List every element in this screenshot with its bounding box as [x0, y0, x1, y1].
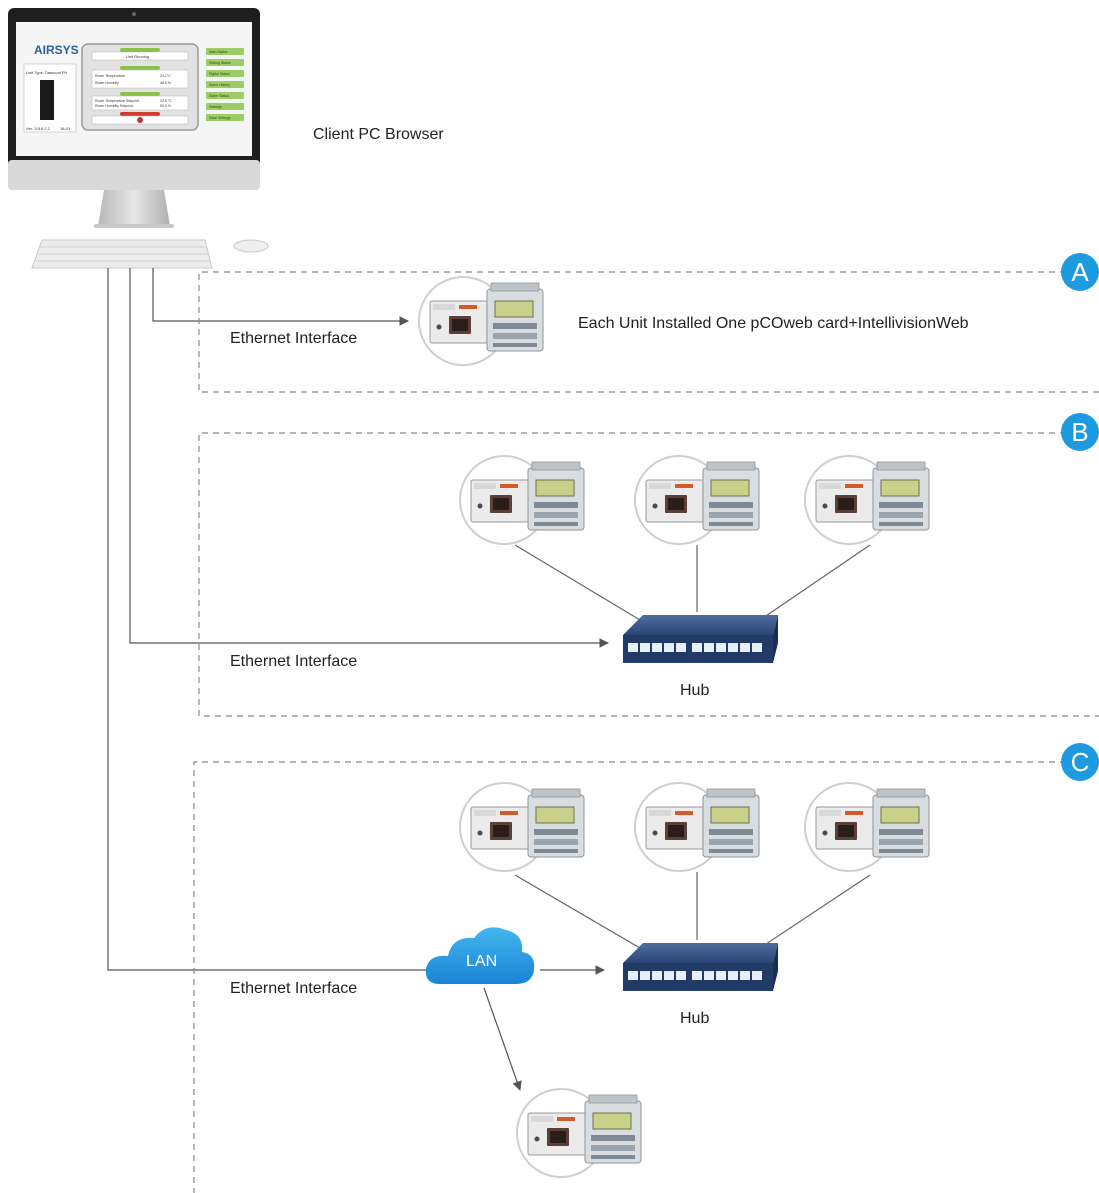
lan-cloud: [425, 927, 535, 984]
pcoweb-device-b2: [634, 455, 760, 545]
screen-side-button: Main Status: [209, 50, 228, 54]
section-b-box: [198, 432, 1099, 717]
screen-side-buttons: Main Status Setting Status Digital Statu…: [206, 48, 244, 121]
line-to-c: [107, 268, 430, 971]
screen-side-button: Setting Status: [209, 61, 231, 65]
screen-side-button: Alarm Status: [209, 94, 229, 98]
screen-status: Unit Running: [126, 54, 149, 59]
line-to-a: [152, 268, 409, 326]
monitor-stand: [98, 190, 170, 226]
screen-row-name: Room Humidity: [95, 81, 119, 85]
section-a-ethernet-label: Ethernet Interface: [230, 330, 358, 347]
pcoweb-device-c1: [459, 782, 585, 872]
pc-label: Client PC Browser: [313, 126, 444, 143]
screen-version: Ver: 2015.2.2: [26, 126, 51, 131]
screen-row-name: Room Temperature Setpoint: [95, 99, 139, 103]
section-a-description: Each Unit Installed One pCOweb card+Inte…: [578, 315, 969, 332]
section-b-ethernet-label: Ethernet Interface: [230, 653, 358, 670]
section-a-badge: A: [1061, 253, 1099, 291]
screen-date: 18-01: [60, 126, 71, 131]
unit-image: [40, 80, 54, 120]
screen-row-value: 50.0 %: [160, 104, 171, 108]
screen-side-button: Digital Status: [209, 72, 230, 76]
screen-unit-type: Unit Type: Datacool FH: [26, 70, 67, 75]
screen-row-name: Room Temperature: [95, 74, 125, 78]
section-c-hub-label: Hub: [680, 1010, 710, 1027]
hub-b: [623, 615, 778, 663]
screen-side-button: Save Settings: [209, 116, 231, 120]
pcoweb-device-a: [418, 276, 544, 366]
pcoweb-device-b3: [804, 455, 930, 545]
section-a-box: [198, 271, 1099, 393]
screen-row-value: 48.5 %: [160, 81, 171, 85]
line-to-b: [129, 268, 609, 648]
section-c-ethernet-label: Ethernet Interface: [230, 980, 358, 997]
pcoweb-device-c2: [634, 782, 760, 872]
screen-row-name: Room Humidity Setpoint: [95, 104, 133, 108]
lan-cloud-label: LAN: [466, 953, 498, 970]
pcoweb-device-c3: [804, 782, 930, 872]
screen-side-button: Settings: [209, 105, 222, 109]
hub-c: [623, 943, 778, 991]
client-pc: AIRSYS Unit Type: Datacool FH Ver: 2015.…: [8, 8, 269, 269]
section-c-badge: C: [1061, 743, 1099, 781]
screen-side-button: Alarm History: [209, 83, 230, 87]
section-c-box: [193, 761, 1099, 1193]
screen-row-value: 22.5 °C: [160, 99, 172, 103]
line-lan-to-device: [483, 987, 522, 1091]
pcoweb-device-b1: [459, 455, 585, 545]
mouse: [233, 239, 269, 253]
pcoweb-device-c4: [516, 1088, 642, 1178]
monitor-chin: [8, 160, 260, 190]
section-b-hub-label: Hub: [680, 682, 710, 699]
screen-logo: AIRSYS: [34, 43, 79, 57]
screen-row-value: 24.1°C: [160, 74, 171, 78]
section-b-badge: B: [1061, 413, 1099, 451]
